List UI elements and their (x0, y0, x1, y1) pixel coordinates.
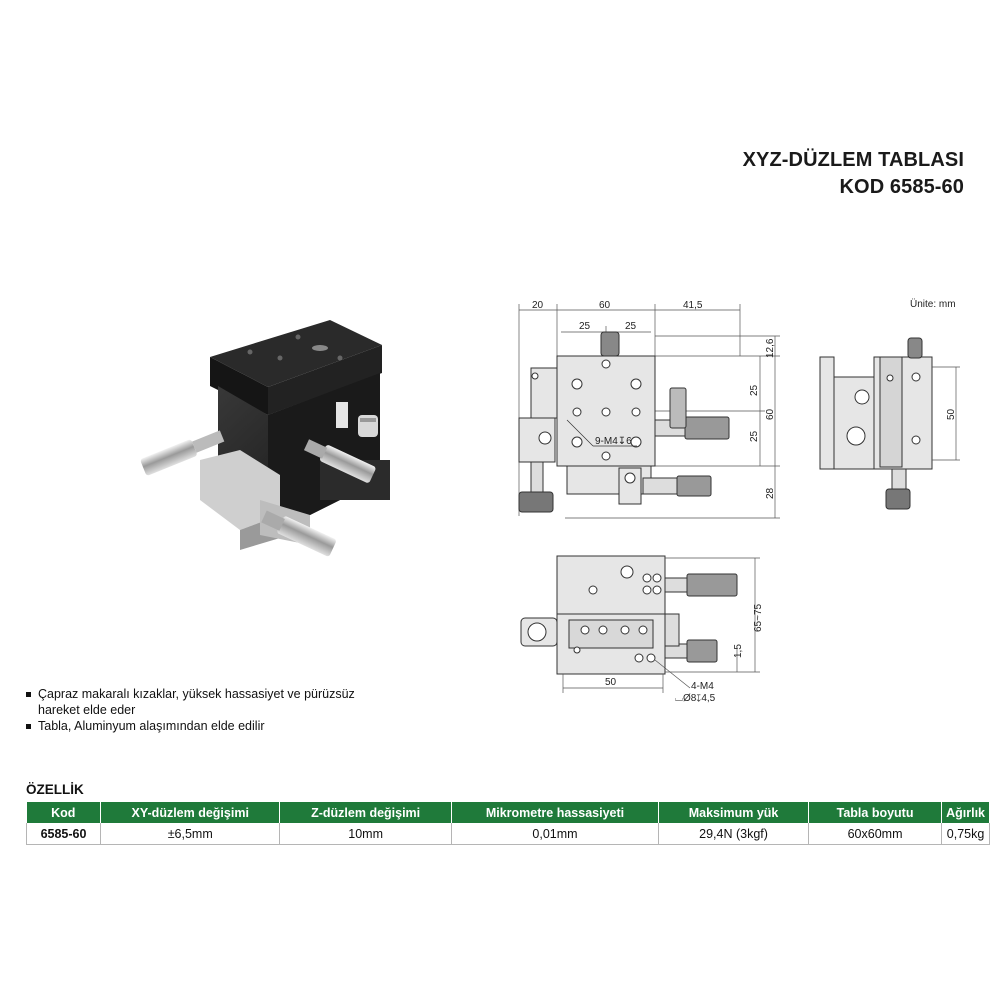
col-header-table-size: Tabla boyutu (808, 802, 943, 823)
dim-60: 60 (599, 300, 611, 311)
hole-callout-4m4: 4-M4 (691, 681, 714, 692)
dim-25-c: 25 (749, 384, 760, 396)
dim-28: 28 (765, 487, 776, 499)
cell-table-size: 60x60mm (808, 823, 943, 845)
hole-callout-9m4: 9-M4↧6 (595, 436, 632, 447)
hole-callout-counterbore: ⌴Ø8↧4,5 (675, 693, 716, 704)
title-line-code: KOD 6585-60 (839, 176, 964, 198)
dim-20: 20 (532, 300, 544, 311)
table-header-row: Kod XY-düzlem değişimi Z-düzlem değişimi… (26, 802, 990, 823)
col-header-z: Z-düzlem değişimi (279, 802, 452, 823)
cell-z: 10mm (279, 823, 452, 845)
cell-load: 29,4N (3kgf) (658, 823, 810, 845)
dim-50-side: 50 (946, 408, 957, 420)
spec-heading: ÖZELLİK (26, 782, 84, 797)
list-item: Tabla, Aluminyum alaşımından elde edilir (26, 718, 368, 734)
col-header-xy: XY-düzlem değişimi (100, 802, 281, 823)
side-view-drawing: 50 (819, 337, 960, 510)
product-photo (140, 320, 390, 557)
dim-12-6: 12,6 (765, 338, 776, 358)
dim-1-5: 1,5 (733, 644, 744, 658)
col-header-micrometer: Mikrometre hassasiyeti (451, 802, 660, 823)
feature-list: Çapraz makaralı kızaklar, yüksek hassasi… (26, 686, 368, 734)
list-item: Çapraz makaralı kızaklar, yüksek hassasi… (26, 686, 368, 718)
page-title: XYZ-DÜZLEM TABLASI KOD 6585-60 (743, 147, 964, 201)
table-row: 6585-60 ±6,5mm 10mm 0,01mm 29,4N (3kgf) … (25, 823, 990, 845)
dim-25-b: 25 (625, 321, 637, 332)
dim-60-v: 60 (765, 408, 776, 420)
col-header-load: Maksimum yük (658, 802, 810, 823)
unit-label: Ünite: mm (910, 299, 956, 310)
dim-65-75: 65~75 (753, 603, 764, 632)
cell-xy: ±6,5mm (100, 823, 281, 845)
col-header-kod: Kod (26, 802, 102, 823)
dim-41-5: 41,5 (683, 300, 703, 311)
dim-50-front: 50 (605, 677, 617, 688)
cell-weight: 0,75kg (941, 823, 990, 845)
cell-kod: 6585-60 (25, 823, 102, 845)
cell-micrometer: 0,01mm (451, 823, 660, 845)
top-view-drawing: 20 60 41,5 25 25 12,6 25 60 25 28 9-M4↧6 (518, 300, 780, 519)
col-header-weight: Ağırlık (941, 802, 990, 823)
dim-25-a: 25 (579, 321, 591, 332)
dim-25-d: 25 (749, 430, 760, 442)
front-view-drawing: 65~75 1,5 50 4-M4 ⌴Ø8↧4,5 (520, 555, 764, 704)
title-line-product: XYZ-DÜZLEM TABLASI (742, 149, 964, 171)
spec-table: Kod XY-düzlem değişimi Z-düzlem değişimi… (25, 802, 990, 845)
